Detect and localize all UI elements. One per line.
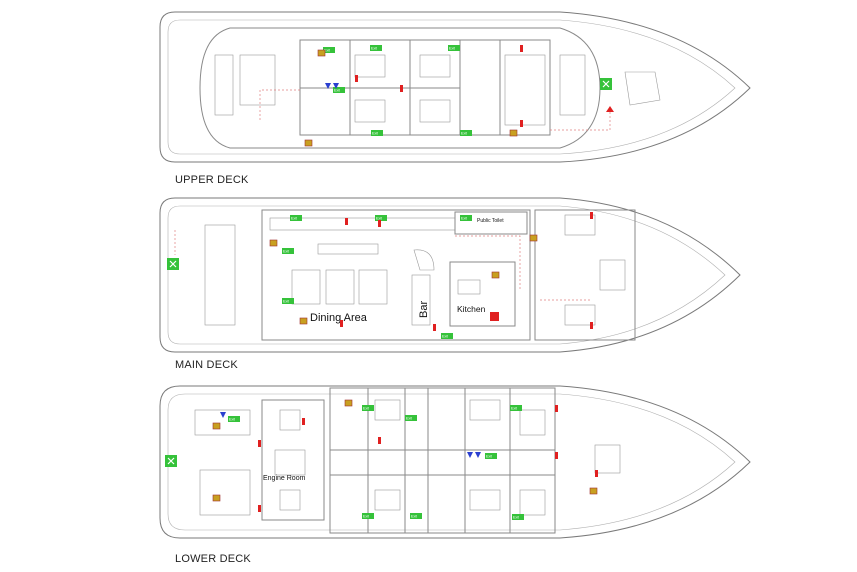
exit-sign-icon — [370, 45, 382, 51]
fire-extinguisher-icon — [355, 75, 358, 82]
fire-extinguisher-icon — [340, 320, 343, 327]
exit-sign-label: Exit — [411, 515, 417, 519]
upper-deck-label: UPPER DECK — [175, 174, 249, 186]
first-aid-icon — [475, 452, 481, 458]
fire-extinguisher-icon — [590, 322, 593, 329]
exit-sign-icon — [371, 130, 383, 136]
fire-extinguisher-icon — [258, 440, 261, 447]
assembly-point-cross-icon — [169, 260, 177, 268]
exit-sign-label: Exit — [334, 89, 340, 93]
room-label-public-toilet: Public Toilet — [477, 218, 504, 224]
exit-sign-icon — [410, 513, 422, 519]
exit-sign-label: Exit — [363, 515, 369, 519]
assembly-point-cross-icon — [167, 457, 175, 465]
fire-extinguisher-icon — [555, 452, 558, 459]
fire-extinguisher-icon — [302, 418, 305, 425]
exit-sign-icon — [290, 215, 302, 221]
first-aid-icon — [333, 83, 339, 89]
first-aid-icon — [220, 412, 226, 418]
life-jacket-icon — [529, 234, 538, 242]
fire-extinguisher-icon — [555, 405, 558, 412]
exit-sign-icon — [362, 405, 374, 411]
fire-extinguisher-icon — [378, 220, 381, 227]
life-jacket-icon — [491, 271, 500, 279]
exit-sign-label: Exit — [372, 132, 378, 136]
exit-sign-label: Exit — [486, 455, 492, 459]
life-jacket-icon — [317, 49, 326, 57]
room-label-engine-room: Engine Room — [263, 475, 306, 482]
room-label-kitchen: Kitchen — [457, 304, 486, 314]
life-jacket-icon — [299, 317, 308, 325]
assembly-point-cross-icon — [602, 80, 610, 88]
exit-sign-icon — [448, 45, 460, 51]
fire-extinguisher-icon — [520, 45, 523, 52]
life-jacket-icon — [212, 422, 221, 430]
exit-sign-label: Exit — [511, 407, 517, 411]
exit-sign-icon — [282, 248, 294, 254]
fire-extinguisher-icon — [378, 437, 381, 444]
fire-extinguisher-icon — [590, 212, 593, 219]
exit-sign-label: Exit — [363, 407, 369, 411]
exit-sign-icon — [362, 513, 374, 519]
exit-sign-icon — [282, 298, 294, 304]
exit-sign-label: Exit — [291, 217, 297, 221]
fire-extinguisher-icon — [520, 120, 523, 127]
main-deck-label: MAIN DECK — [175, 359, 238, 371]
lower-deck-label: LOWER DECK — [175, 553, 251, 565]
lower-deck: Engine Room LOWER DECK — [159, 385, 751, 565]
exit-sign-label: Exit — [376, 217, 382, 221]
upper-deck-hull — [159, 11, 751, 163]
exit-sign-icon — [441, 333, 453, 339]
exit-sign-label: Exit — [461, 132, 467, 136]
upper-deck: UPPER DECK — [159, 11, 751, 186]
exit-sign-label: Exit — [449, 47, 455, 51]
first-aid-icon — [325, 83, 331, 89]
life-jacket-icon — [509, 129, 518, 137]
exit-sign-icon — [228, 416, 240, 422]
first-aid-icon — [467, 452, 473, 458]
exit-sign-icon — [485, 453, 497, 459]
room-label-dining-area: Dining Area — [310, 312, 368, 324]
exit-sign-icon — [512, 514, 524, 520]
fire-extinguisher-icon — [595, 470, 598, 477]
exit-sign-icon — [460, 215, 472, 221]
life-jacket-icon — [589, 487, 598, 495]
exit-sign-icon — [323, 47, 335, 53]
exit-sign-label: Exit — [324, 49, 330, 53]
life-jacket-icon — [304, 139, 313, 147]
exit-sign-icon — [405, 415, 417, 421]
exit-sign-label: Exit — [461, 217, 467, 221]
exit-sign-label: Exit — [283, 250, 289, 254]
arrow-icon — [606, 106, 614, 112]
exit-sign-icon — [375, 215, 387, 221]
fire-extinguisher-icon — [345, 218, 348, 225]
exit-sign-icon — [510, 405, 522, 411]
main-deck: Dining Area Bar Kitchen Public Toilet MA… — [159, 197, 741, 371]
exit-sign-icon — [333, 87, 345, 93]
fire-extinguisher-icon — [400, 85, 403, 92]
life-jacket-icon — [212, 494, 221, 502]
exit-sign-label: Exit — [442, 335, 448, 339]
life-jacket-icon — [269, 239, 278, 247]
exit-sign-label: Exit — [229, 418, 235, 422]
fire-extinguisher-icon — [433, 324, 436, 331]
lower-deck-hull — [159, 385, 751, 539]
fire-alarm-icon — [490, 312, 499, 321]
room-label-bar: Bar — [418, 301, 430, 318]
exit-sign-icon — [460, 130, 472, 136]
exit-sign-label: Exit — [406, 417, 412, 421]
exit-sign-label: Exit — [371, 47, 377, 51]
fire-extinguisher-icon — [258, 505, 261, 512]
exit-sign-label: Exit — [283, 300, 289, 304]
exit-sign-label: Exit — [513, 516, 519, 520]
life-jacket-icon — [344, 399, 353, 407]
